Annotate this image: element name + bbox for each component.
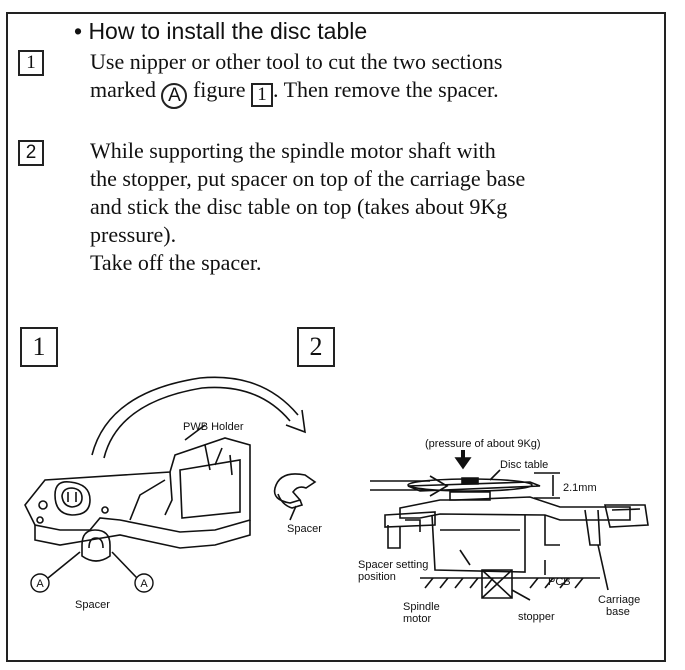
pressure-label: (pressure of about 9Kg) <box>425 438 541 450</box>
pcb-label: PCB <box>548 576 571 588</box>
spacer-setting-label-1: Spacer setting <box>358 559 428 571</box>
step-2-number: 2 <box>18 140 44 166</box>
spindle-motor-label-2: motor <box>403 613 431 625</box>
step-2-line-4: pressure). <box>90 222 177 247</box>
figure-2-number: 2 <box>297 327 335 367</box>
gap-dimension-label: 2.1mm <box>563 482 597 494</box>
stopper-label: stopper <box>518 611 555 623</box>
step-2-line-5: Take off the spacer. <box>90 250 262 275</box>
step-1-line-2: marked A figure 1. Then remove the space… <box>90 76 502 109</box>
step-1-line-1: Use nipper or other tool to cut the two … <box>90 49 503 74</box>
step-1-number: 1 <box>18 50 44 76</box>
step-1-text: Use nipper or other tool to cut the two … <box>90 48 502 109</box>
spacer-setting-label-2: position <box>358 571 396 583</box>
cut-marker-a: A <box>161 83 188 109</box>
step-2-line-2: the stopper, put spacer on top of the ca… <box>90 166 526 191</box>
figure-1-illustration <box>24 375 317 579</box>
section-heading: • How to install the disc table <box>74 18 368 44</box>
pwb-holder-label: PWB Holder <box>183 421 244 433</box>
spindle-motor-label-1: Spindle <box>403 601 440 613</box>
carriage-base-label-2: base <box>606 606 630 618</box>
figure-2-illustration <box>370 450 649 601</box>
figure-ref-box: 1 <box>251 83 273 107</box>
spacer-label: Spacer <box>75 599 110 611</box>
cut-marker-right: A <box>140 578 148 590</box>
step-2-text: While supporting the spindle motor shaft… <box>90 137 525 277</box>
step-2-line-3: and stick the disc table on top (takes a… <box>90 194 508 219</box>
figure-1-number: 1 <box>20 327 58 367</box>
carriage-base-label-1: Carriage <box>598 594 640 606</box>
cut-marker-left: A <box>36 578 44 590</box>
instruction-panel <box>6 12 666 662</box>
step-2-line-1: While supporting the spindle motor shaft… <box>90 138 496 163</box>
removed-spacer-label: Spacer <box>287 523 322 535</box>
disc-table-label: Disc table <box>500 459 548 471</box>
